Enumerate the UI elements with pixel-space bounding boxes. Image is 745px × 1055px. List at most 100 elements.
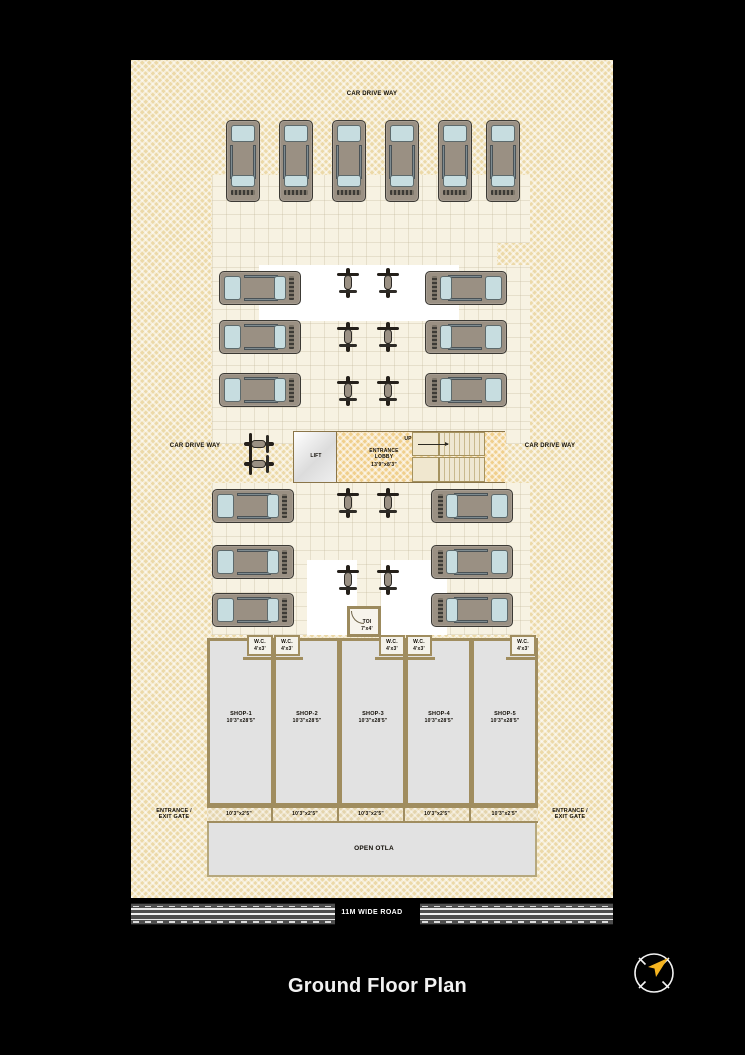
car-windshield [491, 494, 508, 518]
car-side-right [237, 572, 271, 575]
car-bumper [289, 276, 294, 300]
site-plan-area: CAR DRIVE WAY [131, 60, 613, 898]
car-side-right [448, 347, 482, 350]
shop-unit-2[interactable]: SHOP-2 10'3"x28'5" [273, 638, 340, 806]
car-rear-window [274, 325, 286, 349]
motorcycle-fender [339, 510, 357, 513]
car-rear-window [440, 276, 452, 300]
car-side-left [454, 493, 488, 496]
car-windshield [485, 378, 502, 402]
car-side-left [244, 275, 278, 278]
car-rear-window [274, 276, 286, 300]
car-mid-right-3 [425, 373, 507, 407]
motorcycle-body [384, 383, 392, 398]
label-entrance-exit-gate-left: ENTRANCE / EXIT GATE [156, 808, 192, 821]
car-bumper [438, 598, 443, 622]
shop-unit-3[interactable]: SHOP-3 10'3"x28'5" [339, 638, 406, 806]
car-low-right-1 [431, 489, 513, 523]
car-rear-window [440, 325, 452, 349]
car-rear-window [446, 494, 458, 518]
car-windshield [337, 125, 361, 142]
label-car-drive-way-top: CAR DRIVE WAY [346, 91, 398, 97]
front-dim-cell-1: 10'3"x2'5" [207, 808, 273, 821]
car-side-left [448, 377, 482, 380]
label-wc-5-name: W.C. [517, 639, 529, 645]
road-dash-bottom [133, 921, 333, 923]
road-dash-top [422, 905, 611, 907]
car-top-6 [486, 120, 520, 202]
motorcycle-body [384, 495, 392, 510]
shop-unit-4[interactable]: SHOP-4 10'3"x28'5" [405, 638, 472, 806]
car-side-right [244, 347, 278, 350]
label-wc-5-dimension: 4'x3' [517, 646, 529, 652]
label-shop-2-front-dimension: 10'3"x2'5" [292, 810, 318, 817]
car-windshield [284, 125, 308, 142]
motorcycle-body [251, 440, 266, 448]
car-side-right [237, 620, 271, 623]
car-side-right [306, 145, 309, 179]
shop-unit-5[interactable]: SHOP-5 10'3"x28'5" [471, 638, 538, 806]
road-edge-top [131, 908, 335, 910]
car-rear-window [267, 598, 279, 622]
motorcycle-fender [379, 587, 397, 590]
motorcycle-fender [379, 344, 397, 347]
lift-shaft [293, 431, 337, 483]
washroom-1[interactable]: W.C. 4'x3' [247, 635, 273, 656]
label-shop-2-dimension: 10'3"x28'5" [292, 718, 322, 724]
car-side-right [448, 400, 482, 403]
car-side-right [412, 145, 415, 179]
motorcycle-front-wheel [386, 565, 390, 573]
car-windshield [217, 494, 234, 518]
washroom-5[interactable]: W.C. 4'x3' [510, 635, 536, 656]
car-rear-window [443, 175, 467, 187]
motorcycle-lower-1 [337, 488, 359, 518]
car-windshield [491, 125, 515, 142]
car-side-left [283, 145, 286, 179]
shop-unit-1[interactable]: SHOP-1 10'3"x28'5" [207, 638, 274, 806]
motorcycle-rear-wheel [265, 442, 274, 446]
motorcycle-front-wheel [346, 322, 350, 330]
car-bumper [438, 494, 443, 518]
motorcycle-body [384, 329, 392, 344]
car-side-right [454, 572, 488, 575]
motorcycle-front-wheel [386, 488, 390, 496]
motorcycle-fender [379, 290, 397, 293]
washroom-4[interactable]: W.C. 4'x3' [406, 635, 432, 656]
motorcycle-front-wheel [346, 488, 350, 496]
motorcycle-rear-wheel [386, 397, 390, 406]
washroom-3[interactable]: W.C. 4'x3' [379, 635, 405, 656]
compass-rose-icon [626, 945, 682, 1001]
car-bumper [289, 325, 294, 349]
car-side-right [359, 145, 362, 179]
label-shop-2-name: SHOP-2 [296, 711, 318, 717]
car-rear-window [267, 494, 279, 518]
car-side-left [336, 145, 339, 179]
road-strip: 11M WIDE ROAD [131, 903, 613, 925]
car-windshield [224, 325, 241, 349]
motorcycle-front-wheel [346, 268, 350, 276]
car-side-right [454, 620, 488, 623]
car-side-right [253, 145, 256, 179]
motorcycle-body [384, 275, 392, 290]
motorcycle-body [344, 275, 352, 290]
motorcycle-left-2 [244, 453, 274, 475]
shop-block: SHOP-1 10'3"x28'5" SHOP-2 10'3"x28'5" SH… [207, 635, 538, 823]
motorcycle-rear-wheel [386, 343, 390, 352]
motorcycle-rear-wheel [346, 289, 350, 298]
motorcycle-body [344, 495, 352, 510]
label-wc-1-dimension: 4'x3' [254, 646, 266, 652]
car-side-left [490, 145, 493, 179]
washroom-2[interactable]: W.C. 4'x3' [274, 635, 300, 656]
motorcycle-lower-2 [377, 488, 399, 518]
label-shop-1-front-dimension: 10'3"x2'5" [226, 810, 252, 817]
car-side-right [465, 145, 468, 179]
label-toilet-dimension: 7'x4' [361, 626, 373, 632]
motorcycle-fender [339, 398, 357, 401]
motorcycle-body [344, 383, 352, 398]
car-windshield [390, 125, 414, 142]
label-wc-4-name: W.C. [413, 639, 425, 645]
car-top-5 [438, 120, 472, 202]
car-bumper [282, 550, 287, 574]
car-side-left [237, 493, 271, 496]
